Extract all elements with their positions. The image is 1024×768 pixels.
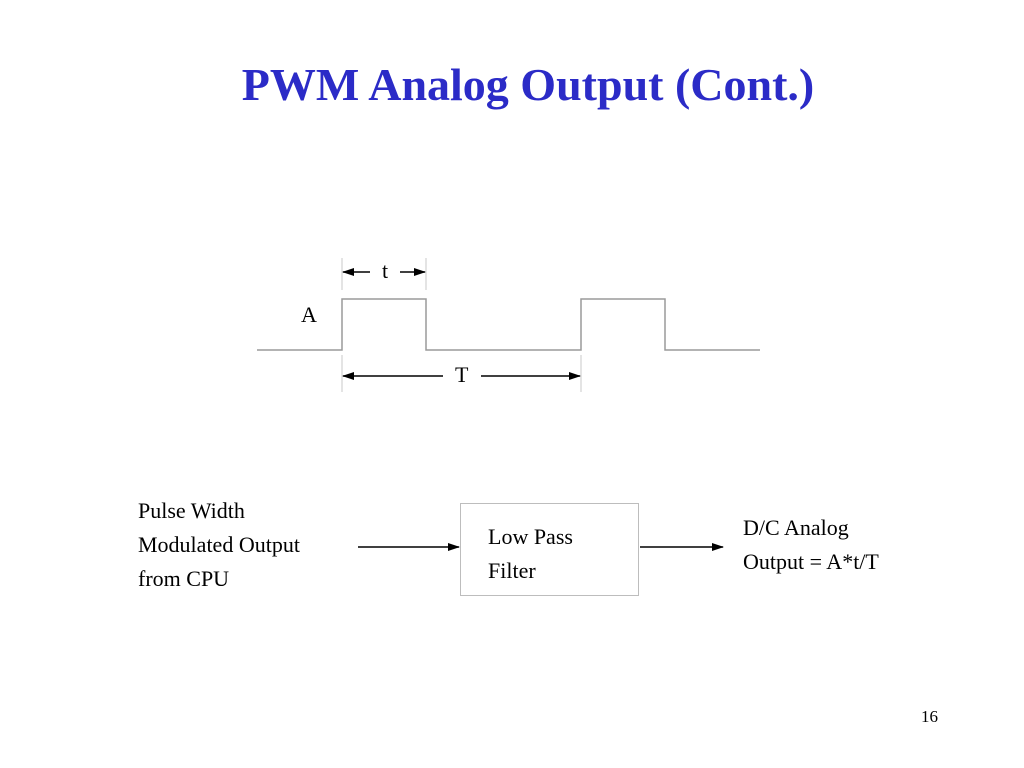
input-label-line: Pulse Width [138,498,245,523]
output-label: D/C Analog Output = A*t/T [743,511,879,579]
pwm-waveform [257,298,760,351]
period-label: T [455,362,469,387]
amplitude-label: A [301,302,317,327]
input-label-line: from CPU [138,566,230,591]
pulse-width-label: t [382,258,389,283]
filter-label-line: Filter [488,558,536,583]
input-label-line: Modulated Output [138,532,300,557]
filter-label: Low Pass Filter [488,520,573,588]
output-label-line: D/C Analog [743,515,849,540]
output-label-line: Output = A*t/T [743,549,879,574]
filter-label-line: Low Pass [488,524,573,549]
slide-title: PWM Analog Output (Cont.) [241,59,815,110]
page-number: 16 [921,707,938,726]
low-pass-filter-block: Low Pass Filter [460,503,639,596]
input-label: Pulse Width Modulated Output from CPU [138,494,300,596]
